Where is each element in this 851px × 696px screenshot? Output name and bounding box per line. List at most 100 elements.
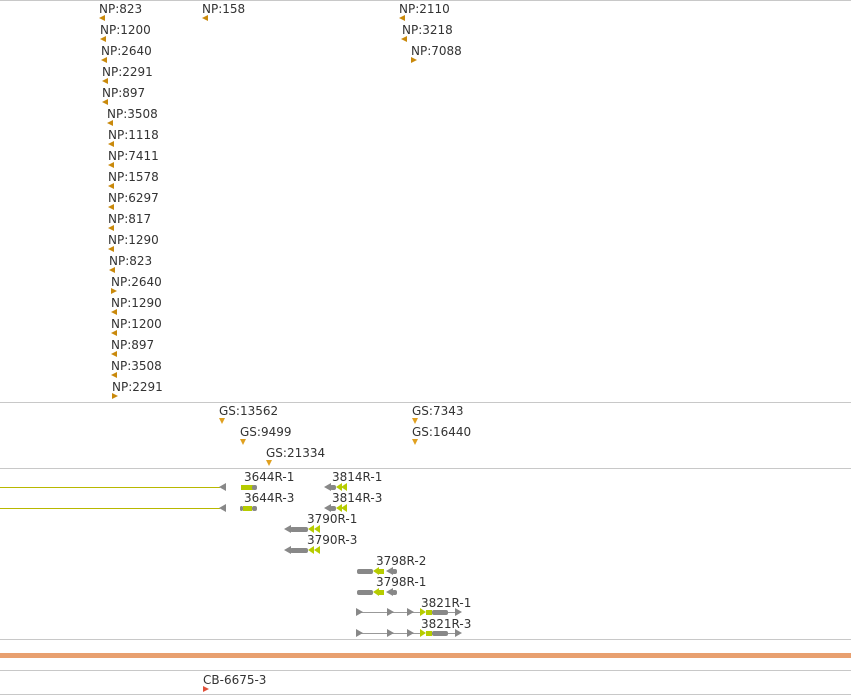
np-feature-marker[interactable] (102, 78, 108, 84)
np-feature-marker[interactable] (101, 57, 107, 63)
np-feature-label[interactable]: NP:1290 (108, 233, 159, 247)
scaffold-bar[interactable] (0, 653, 851, 658)
gene-arrow[interactable] (387, 629, 394, 637)
gene-intron-line[interactable] (448, 633, 456, 634)
gene-arrow[interactable] (407, 608, 414, 616)
np-feature-marker[interactable] (111, 372, 117, 378)
np-feature-label[interactable]: NP:823 (109, 254, 153, 268)
gene-cds[interactable] (426, 610, 432, 615)
gene-utr[interactable] (290, 527, 308, 532)
gene-feature-label[interactable]: 3644R-3 (244, 491, 295, 505)
gene-arrow[interactable] (324, 504, 331, 512)
gene-cds-arrow[interactable] (420, 608, 426, 616)
gene-cds-arrow[interactable] (308, 546, 314, 554)
gene-utr[interactable] (357, 590, 373, 595)
gene-intron-line[interactable] (448, 612, 456, 613)
gene-utr[interactable] (432, 610, 448, 615)
np-feature-label[interactable]: NP:3508 (111, 359, 162, 373)
gs-feature-label[interactable]: GS:9499 (240, 425, 292, 439)
gene-feature-label[interactable]: 3821R-3 (421, 617, 472, 631)
gene-utr[interactable] (240, 506, 243, 511)
gs-feature-label[interactable]: GS:16440 (412, 425, 472, 439)
gene-arrow[interactable] (407, 629, 414, 637)
gs-feature-label[interactable]: GS:21334 (266, 446, 326, 460)
gene-utr[interactable] (252, 485, 257, 490)
gene-feature-label[interactable]: 3790R-1 (307, 512, 358, 526)
np-feature-label[interactable]: NP:1578 (108, 170, 159, 184)
np-feature-label[interactable]: NP:2640 (101, 44, 152, 58)
gene-feature-label[interactable]: 3790R-3 (307, 533, 358, 547)
np-feature-label[interactable]: NP:7411 (108, 149, 159, 163)
np-feature-marker[interactable] (102, 99, 108, 105)
gene-cds-arrow[interactable] (373, 567, 379, 575)
gene-arrow[interactable] (455, 629, 462, 637)
gene-cds-arrow[interactable] (373, 588, 379, 596)
np-feature-marker[interactable] (202, 15, 208, 21)
gene-cds-arrow[interactable] (336, 483, 342, 491)
gene-cds-arrow[interactable] (336, 504, 342, 512)
np-feature-marker[interactable] (111, 330, 117, 336)
gene-feature-label[interactable]: 3814R-3 (332, 491, 383, 505)
gs-feature-marker[interactable] (219, 418, 225, 424)
np-feature-marker[interactable] (112, 393, 118, 399)
np-feature-marker[interactable] (108, 141, 114, 147)
gene-arrow[interactable] (455, 608, 462, 616)
cb-feature-label[interactable]: CB-6675-3 (203, 673, 267, 687)
gs-feature-marker[interactable] (412, 418, 418, 424)
np-feature-label[interactable]: NP:3218 (402, 23, 453, 37)
gene-arrow[interactable] (356, 629, 363, 637)
np-feature-label[interactable]: NP:2110 (399, 2, 450, 16)
np-feature-label[interactable]: NP:897 (111, 338, 155, 352)
np-feature-label[interactable]: NP:1118 (108, 128, 159, 142)
gene-utr[interactable] (392, 569, 397, 574)
np-feature-marker[interactable] (111, 288, 117, 294)
np-feature-label[interactable]: NP:823 (99, 2, 143, 16)
np-feature-marker[interactable] (107, 120, 113, 126)
gene-arrow[interactable] (284, 546, 291, 554)
gs-feature-marker[interactable] (240, 439, 246, 445)
gene-arrow[interactable] (324, 483, 331, 491)
gene-arrow[interactable] (219, 504, 226, 512)
np-feature-marker[interactable] (108, 225, 114, 231)
gene-feature-label[interactable]: 3814R-1 (332, 470, 383, 484)
gene-arrow[interactable] (386, 588, 393, 596)
gene-arrow[interactable] (219, 483, 226, 491)
gene-cds-arrow[interactable] (420, 629, 426, 637)
gene-utr[interactable] (330, 485, 336, 490)
np-feature-label[interactable]: NP:897 (102, 86, 146, 100)
gene-utr[interactable] (290, 548, 308, 553)
np-feature-label[interactable]: NP:1200 (111, 317, 162, 331)
gene-feature-label[interactable]: 3644R-1 (244, 470, 295, 484)
np-feature-label[interactable]: NP:2291 (102, 65, 153, 79)
np-feature-marker[interactable] (108, 183, 114, 189)
gene-cds-arrow[interactable] (314, 525, 320, 533)
np-feature-marker[interactable] (411, 57, 417, 63)
np-feature-label[interactable]: NP:6297 (108, 191, 159, 205)
np-feature-marker[interactable] (108, 162, 114, 168)
gene-utr[interactable] (357, 569, 373, 574)
gene-intron-line[interactable] (0, 508, 220, 509)
gs-feature-label[interactable]: GS:7343 (412, 404, 464, 418)
np-feature-label[interactable]: NP:3508 (107, 107, 158, 121)
gs-feature-marker[interactable] (412, 439, 418, 445)
np-feature-label[interactable]: NP:2291 (112, 380, 163, 394)
gene-cds[interactable] (378, 569, 384, 574)
gene-utr[interactable] (330, 506, 336, 511)
gene-feature-label[interactable]: 3798R-1 (376, 575, 427, 589)
gene-feature-label[interactable]: 3798R-2 (376, 554, 427, 568)
np-feature-marker[interactable] (108, 246, 114, 252)
gene-cds-arrow[interactable] (314, 546, 320, 554)
gene-cds[interactable] (378, 590, 384, 595)
np-feature-marker[interactable] (111, 309, 117, 315)
gene-utr[interactable] (392, 590, 397, 595)
gene-arrow[interactable] (356, 608, 363, 616)
np-feature-label[interactable]: NP:1200 (100, 23, 151, 37)
gene-intron-line[interactable] (0, 487, 220, 488)
np-feature-marker[interactable] (399, 15, 405, 21)
np-feature-marker[interactable] (100, 36, 106, 42)
gene-utr[interactable] (432, 631, 448, 636)
np-feature-label[interactable]: NP:7088 (411, 44, 462, 58)
gene-cds[interactable] (243, 506, 252, 511)
gene-cds-arrow[interactable] (341, 504, 347, 512)
np-feature-label[interactable]: NP:2640 (111, 275, 162, 289)
